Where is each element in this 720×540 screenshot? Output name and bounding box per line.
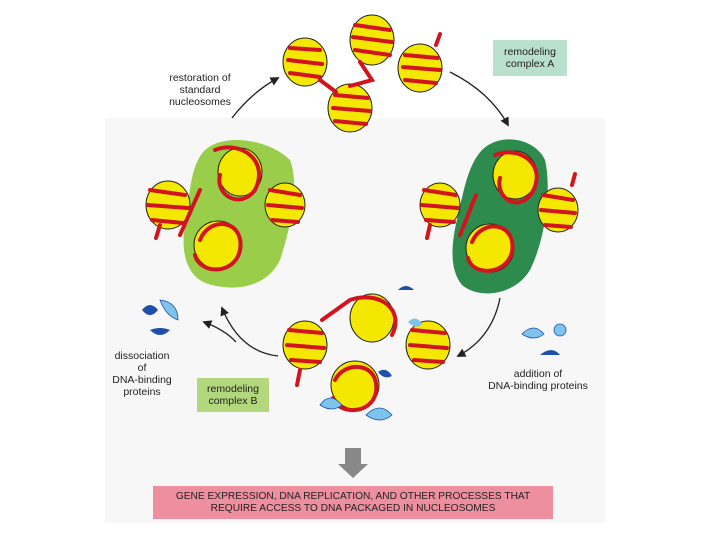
label-remodeling-complex-a: remodeling complex A — [493, 40, 567, 76]
arrow-restoration — [231, 77, 280, 119]
dna-binding-proteins-bound — [319, 286, 422, 421]
label-addition: addition of DNA-binding proteins — [488, 368, 588, 392]
down-arrow — [338, 448, 368, 478]
arrow-addition — [456, 297, 501, 357]
label-dissociation: dissociation of DNA-binding proteins — [112, 350, 172, 398]
dna-binding-proteins-right — [521, 323, 567, 355]
bottom-summary-box: GENE EXPRESSION, DNA REPLICATION, AND OT… — [153, 486, 553, 519]
dna-binding-proteins-left — [142, 299, 179, 335]
label-remodeling-complex-b: remodeling complex B — [197, 378, 269, 412]
nucleosome-cluster-left — [145, 145, 306, 272]
nucleosome-cluster-top — [282, 14, 443, 133]
nucleosome-cluster-bottom — [282, 293, 451, 413]
arrow-to-complex-a — [449, 71, 509, 127]
nucleosome-cluster-right — [419, 150, 579, 273]
label-restoration: restoration of standard nucleosomes — [169, 72, 231, 108]
arrow-dissociation-branch — [202, 320, 237, 343]
arrow-dissociation — [220, 306, 279, 357]
